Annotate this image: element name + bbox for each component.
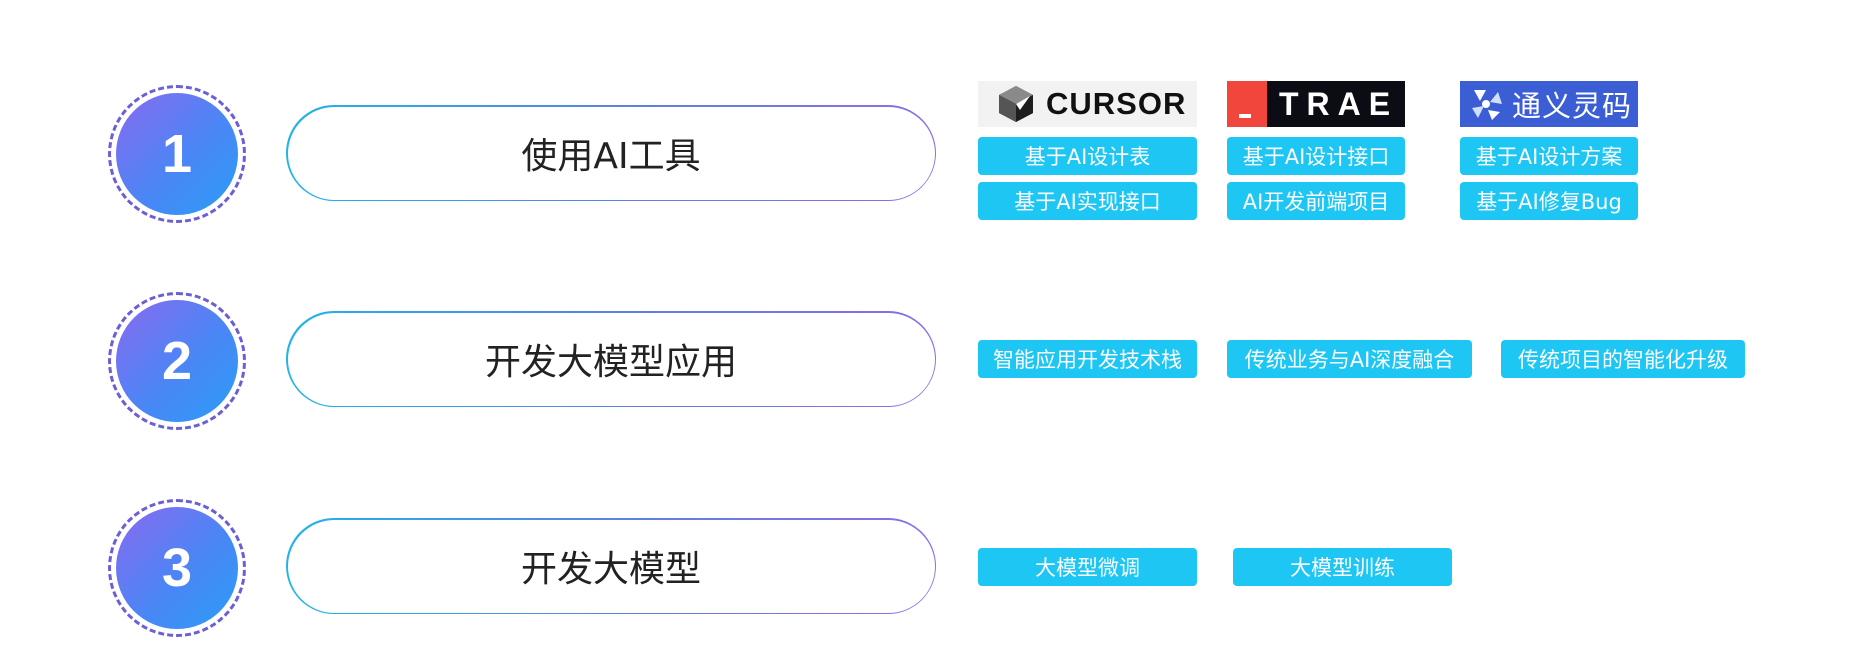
tongyi-lingma-logo: 通义灵码	[1460, 81, 1638, 127]
cursor-wordmark: CURSOR	[1046, 86, 1187, 121]
step-title: 使用AI工具	[287, 106, 935, 200]
tag: 基于AI设计方案	[1460, 137, 1638, 175]
tongyi-wordmark: 通义灵码	[1512, 89, 1633, 123]
step-3-badge: 3	[108, 499, 248, 639]
step-2-title-pill: 开发大模型应用	[286, 311, 936, 407]
tag: 传统业务与AI深度融合	[1227, 340, 1472, 378]
tag: 基于AI实现接口	[978, 182, 1197, 220]
dashed-ring	[108, 85, 246, 223]
step-1-title-pill: 使用AI工具	[286, 105, 936, 201]
step-title: 开发大模型应用	[287, 312, 935, 406]
tongyi-lingma-icon	[1472, 90, 1502, 120]
dashed-ring	[108, 499, 246, 637]
step-1-badge: 1	[108, 85, 248, 225]
trae-logo: TRAE	[1227, 81, 1405, 127]
trae-logo-icon	[1227, 81, 1267, 127]
step-2-badge: 2	[108, 292, 248, 432]
step-number: 3	[116, 507, 238, 629]
step-number: 2	[116, 300, 238, 422]
tag: AI开发前端项目	[1227, 182, 1405, 220]
tag: 基于AI设计表	[978, 137, 1197, 175]
tag: 基于AI修复Bug	[1460, 182, 1638, 220]
step-number: 1	[116, 93, 238, 215]
tag: 大模型训练	[1233, 548, 1452, 586]
step-title: 开发大模型	[287, 519, 935, 613]
trae-wordmark: TRAE	[1279, 85, 1399, 122]
tag: 大模型微调	[978, 548, 1197, 586]
cursor-cube-icon	[999, 86, 1033, 122]
tag: 基于AI设计接口	[1227, 137, 1405, 175]
cursor-logo: CURSOR	[978, 81, 1197, 127]
step-3-title-pill: 开发大模型	[286, 518, 936, 614]
dashed-ring	[108, 292, 246, 430]
tag: 智能应用开发技术栈	[978, 340, 1197, 378]
tag: 传统项目的智能化升级	[1501, 340, 1745, 378]
